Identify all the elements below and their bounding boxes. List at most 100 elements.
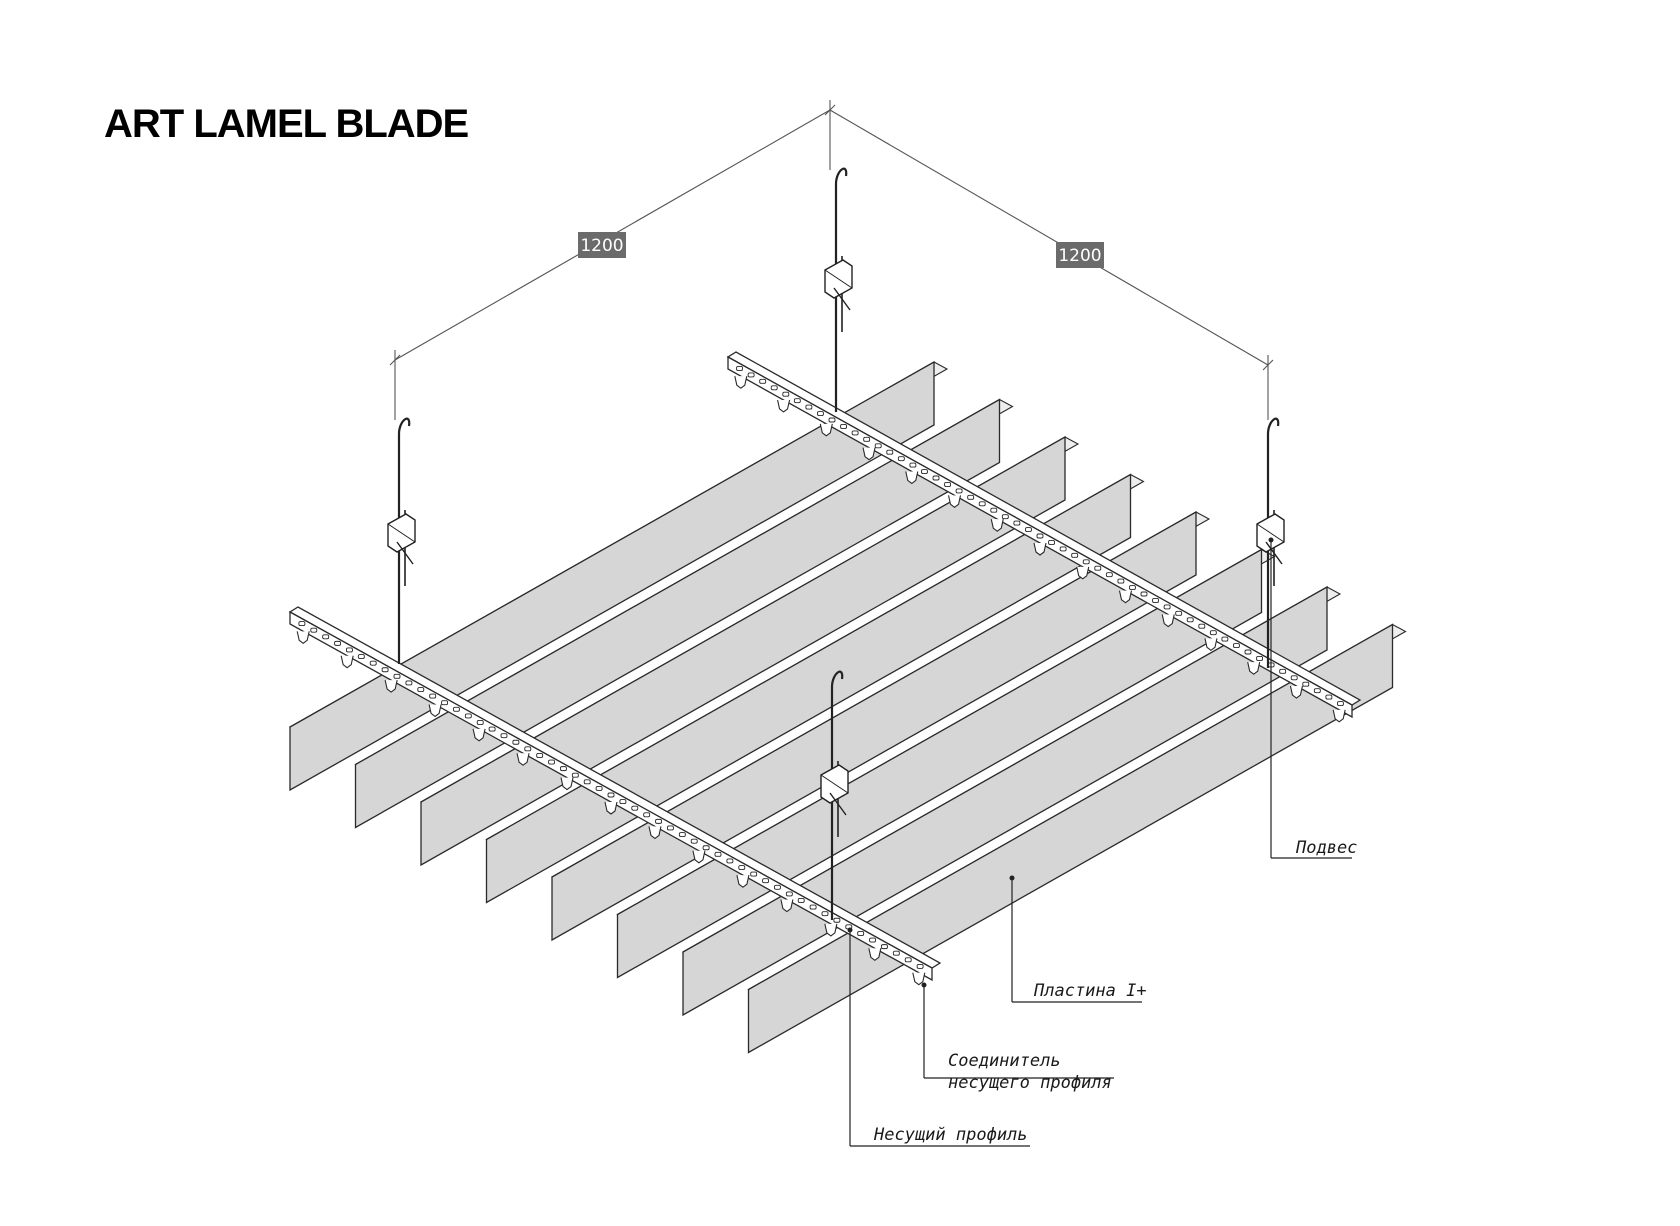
hanger-spring	[396, 541, 414, 565]
carrier-slot	[298, 621, 306, 627]
svg-text:1200: 1200	[580, 236, 623, 256]
carrier-slot	[1105, 572, 1113, 578]
carrier-slot	[821, 911, 829, 917]
blade-face	[354, 398, 1001, 829]
hanger-rod	[397, 417, 411, 664]
carrier-slot	[1244, 649, 1252, 655]
hanger-rod	[834, 167, 848, 412]
carrier-slot	[417, 687, 425, 692]
carrier-slot	[738, 865, 746, 870]
carrier-slot	[488, 726, 496, 732]
carrier-slot	[793, 398, 801, 404]
dimension-label-right: 1200	[1056, 242, 1104, 268]
carrier-slot	[1336, 701, 1344, 707]
carrier-slot	[978, 501, 986, 507]
carrier-slot	[595, 785, 603, 791]
carrier-slot	[643, 812, 651, 818]
carrier-slot	[393, 673, 401, 679]
blade-group	[288, 360, 1407, 1054]
carrier-slot	[857, 930, 865, 936]
carrier-slot	[809, 904, 817, 910]
leader-dots	[847, 537, 1274, 988]
connector-label-line1: Соединитель	[948, 1051, 1061, 1071]
hanger-group	[387, 167, 1285, 920]
carrier-clip	[340, 655, 354, 669]
carrier-slot	[967, 494, 975, 500]
diagram-title: ART LAMEL BLADE	[104, 102, 469, 146]
carrier-slot	[1163, 604, 1171, 610]
hanger-rod	[830, 670, 844, 920]
carrier-slot	[1221, 636, 1229, 642]
hanger-clip-edge	[820, 774, 849, 794]
carrier-slot	[1071, 552, 1079, 558]
carrier-slot	[1279, 668, 1287, 674]
carrier-clip	[819, 423, 833, 437]
carrier-clip	[516, 753, 530, 766]
carrier-slot	[322, 634, 330, 640]
dimension-label-left: 1200	[578, 232, 626, 258]
carrier-clip	[1204, 638, 1218, 652]
carrier-slot	[500, 733, 508, 739]
hanger-spring	[833, 287, 851, 311]
carrier-slot	[1036, 533, 1044, 539]
carrier-clip	[736, 875, 750, 888]
carrier-slot	[1152, 597, 1160, 603]
carrier-slot	[851, 430, 859, 436]
carrier-slot	[880, 944, 888, 950]
carrier-slot	[782, 391, 790, 397]
carrier-clip	[604, 801, 618, 815]
carrier-slot	[476, 720, 484, 725]
blade-face	[616, 548, 1263, 979]
carrier-slot	[1094, 565, 1102, 571]
carrier-clip	[1076, 566, 1090, 580]
carrier-slot	[747, 372, 755, 378]
carrier-slot	[726, 858, 734, 864]
carrier-slot	[1024, 527, 1032, 533]
blade-face	[485, 473, 1132, 904]
carrier-profile	[288, 606, 942, 986]
carrier-slot	[666, 825, 674, 831]
carrier-side	[289, 610, 933, 982]
blade	[616, 548, 1276, 979]
carrier-slot	[909, 462, 917, 468]
carrier-slot	[920, 469, 928, 475]
hanger-clip-edge	[387, 523, 416, 543]
carrier-clip	[560, 777, 574, 791]
carrier-slot	[441, 700, 449, 706]
carrier-clip	[692, 850, 706, 864]
carrier-slot	[897, 456, 905, 462]
carrier-side	[727, 355, 1353, 719]
carrier-slot	[702, 845, 710, 851]
carrier-clip	[824, 923, 838, 937]
carrier-clip	[734, 376, 748, 389]
blade	[550, 510, 1211, 942]
leader-lines	[849, 540, 1352, 1147]
carrier-slot	[452, 706, 460, 712]
carrier-slot	[405, 680, 413, 686]
carrier-slot	[1325, 694, 1333, 700]
carrier-slot	[736, 365, 744, 371]
carrier-clip	[912, 972, 926, 986]
carrier-slot	[536, 752, 544, 758]
carrier-slot	[990, 507, 998, 513]
carrier-slot	[886, 449, 894, 455]
carrier-slot	[805, 404, 813, 410]
carrier-slot	[1140, 591, 1148, 597]
carrier-slot	[381, 667, 389, 673]
carrier-slot	[714, 851, 722, 857]
carrier-slot	[1186, 617, 1194, 623]
carrier-slot	[559, 766, 567, 772]
carrier-slot	[1001, 514, 1009, 520]
suspension-hanger	[387, 417, 416, 664]
carrier-slot	[583, 779, 591, 785]
carrier-slot	[631, 805, 639, 811]
carrier-slot	[863, 436, 871, 442]
hanger-rod	[1266, 417, 1280, 668]
carrier-clip	[384, 679, 398, 693]
carrier-profile	[726, 351, 1362, 723]
carrier-slot	[1048, 539, 1056, 545]
carrier-clip	[862, 447, 876, 461]
carrier-clip	[1033, 542, 1047, 556]
carrier-clip	[905, 471, 919, 485]
carrier-clip	[947, 495, 962, 509]
